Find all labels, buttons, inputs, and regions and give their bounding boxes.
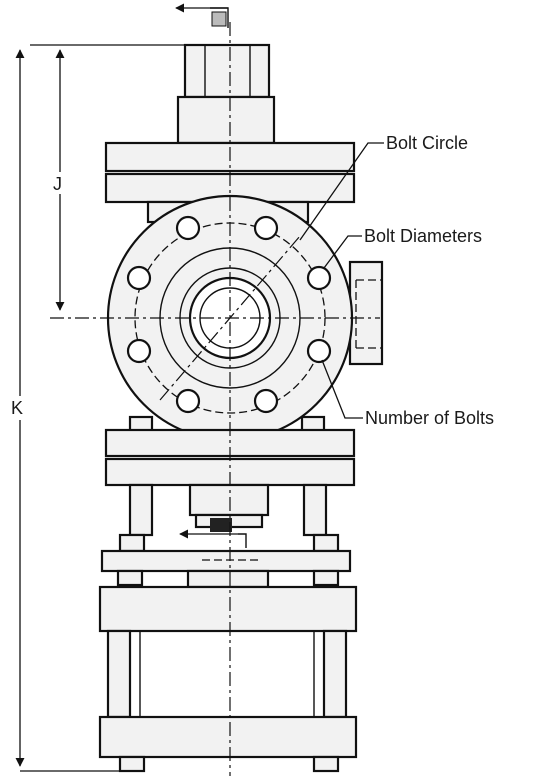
- centerlines: [50, 22, 380, 776]
- callout-number-of-bolts: Number of Bolts: [321, 359, 494, 428]
- yoke-plate: [100, 549, 352, 589]
- cylinder: [98, 585, 358, 773]
- callout-bolt-circle: Bolt Circle: [299, 133, 468, 241]
- bolt-hole: [175, 388, 201, 414]
- dim-k-label: K: [11, 398, 23, 418]
- top-flow-arrow-icon: [175, 3, 229, 28]
- dimension-j: J: [30, 44, 185, 311]
- dimension-k: K: [8, 49, 120, 772]
- bolt-circle-label: Bolt Circle: [386, 133, 468, 153]
- dim-j-label: J: [53, 174, 62, 194]
- bolt-hole: [306, 338, 332, 364]
- bolt-hole: [253, 215, 279, 241]
- bolt-hole: [253, 388, 279, 414]
- side-port: [348, 260, 384, 366]
- bolt-hole: [126, 265, 152, 291]
- callout-bolt-diameters: Bolt Diameters: [323, 226, 482, 269]
- bolt-diameters-label: Bolt Diameters: [364, 226, 482, 246]
- mid-flow-arrow-icon: [179, 518, 247, 548]
- actuator-top-housing: [176, 43, 276, 145]
- number-of-bolts-label: Number of Bolts: [365, 408, 494, 428]
- bolt-hole: [306, 265, 332, 291]
- bolt-holes: [126, 215, 332, 414]
- bolt-hole: [126, 338, 152, 364]
- bolt-hole: [175, 215, 201, 241]
